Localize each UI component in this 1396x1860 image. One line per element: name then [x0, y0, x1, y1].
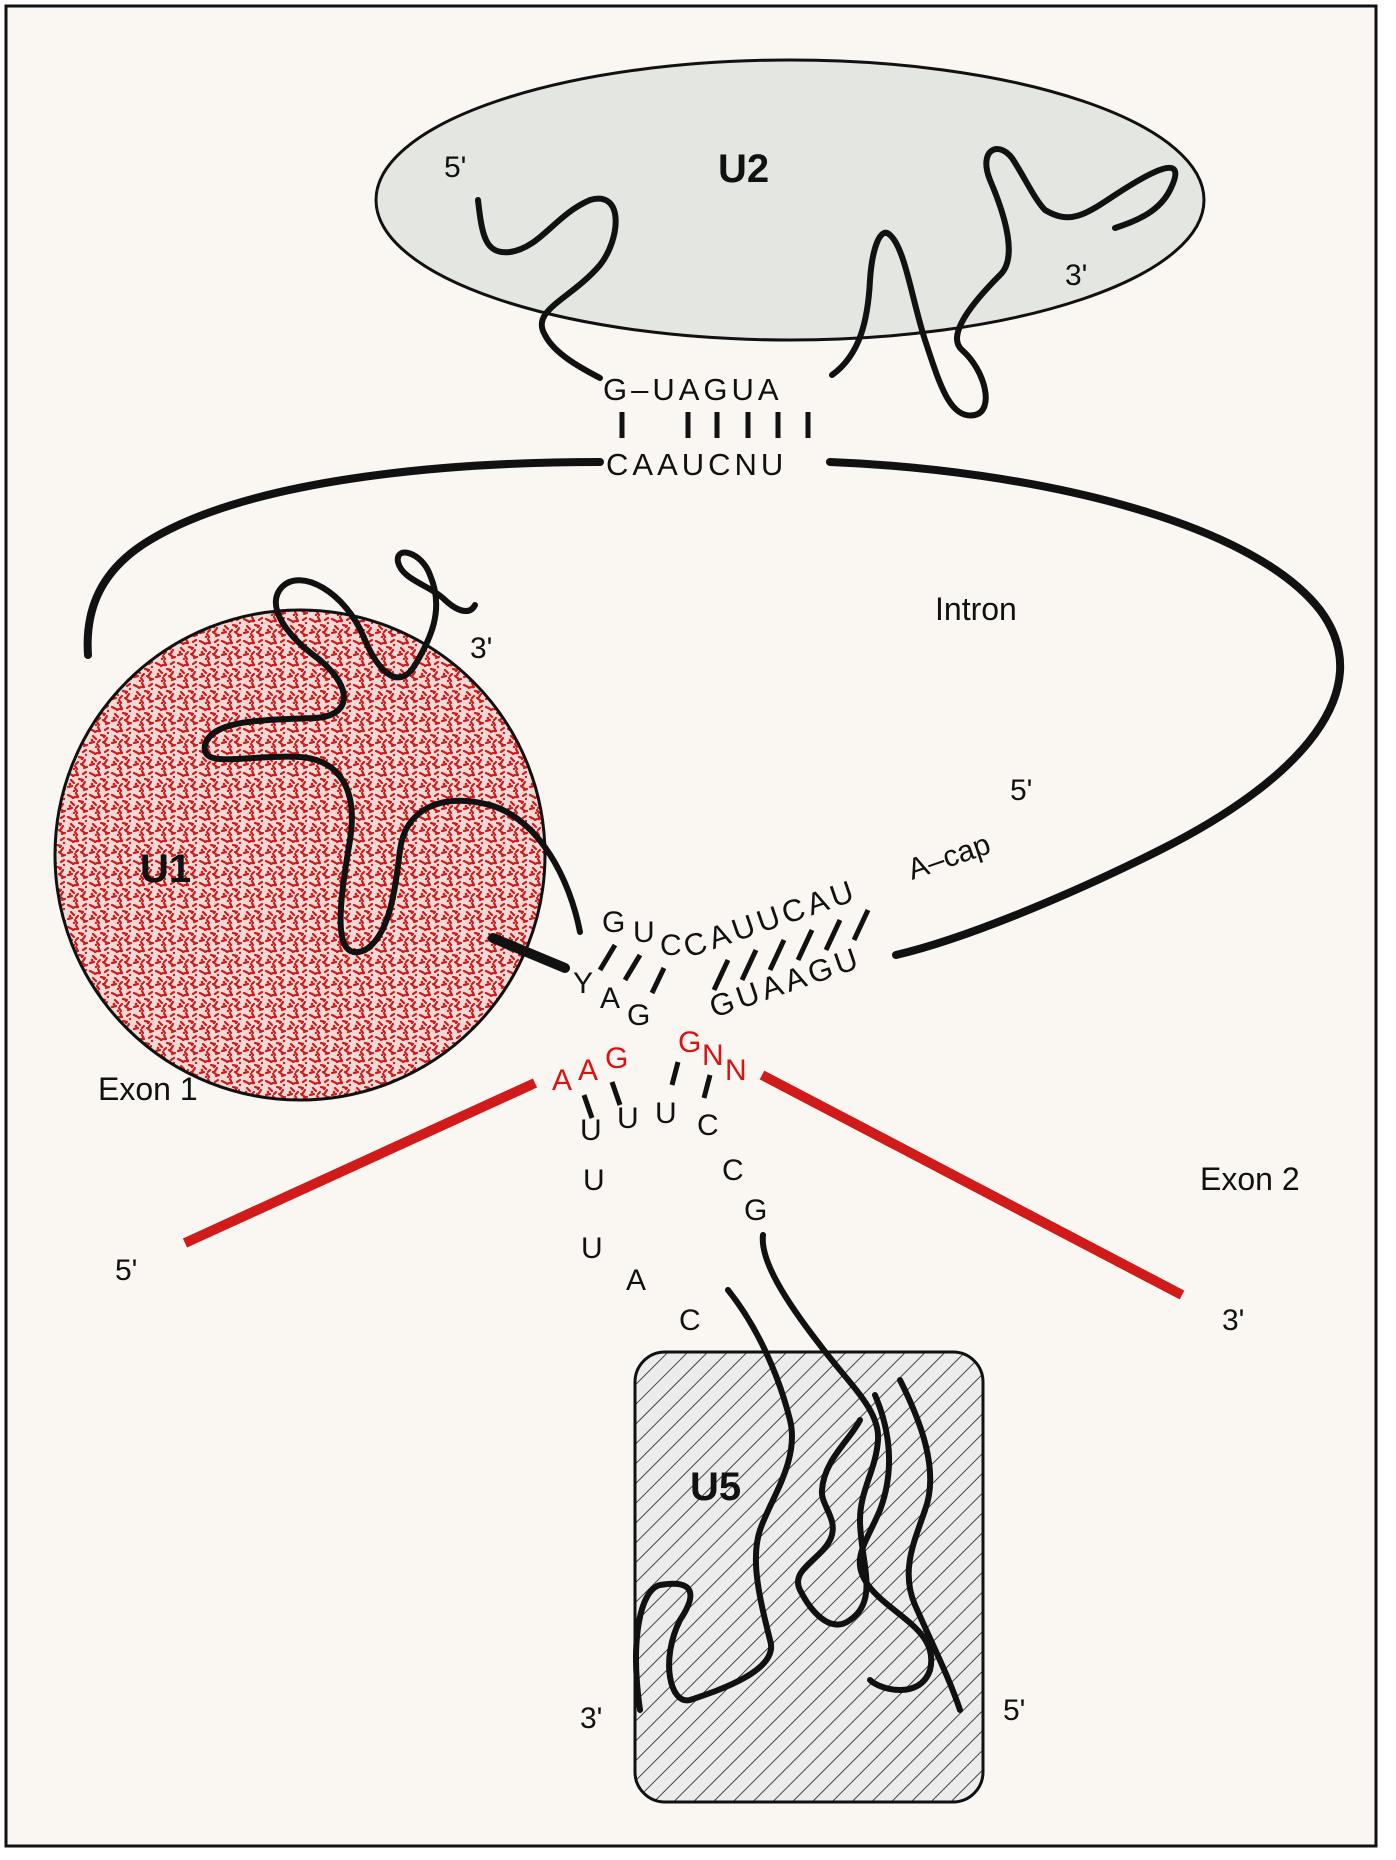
u1-bond-3: [767, 938, 787, 972]
exon1-strand: [182, 1078, 538, 1248]
u1-label: U1: [140, 847, 191, 891]
u5-left-base-3: U: [583, 1164, 605, 1197]
u1-exon-anchor: [488, 933, 570, 973]
u2-5prime-label: 5': [444, 151, 466, 184]
u5-left-base-2: U: [617, 1102, 639, 1135]
u2-snrna-strand-right: [829, 146, 1179, 419]
exon2-label: Exon 2: [1200, 1161, 1300, 1197]
yag-g: G: [627, 999, 650, 1032]
u5-right-base-4: G: [744, 1194, 767, 1227]
u1-snrna-strand: [201, 549, 583, 956]
intron-5prime-label: 5': [1010, 774, 1032, 807]
gnn-bond-2: [701, 1074, 713, 1099]
aag-bond-1: [581, 1094, 595, 1119]
exon1-5prime-label: 5': [115, 1254, 137, 1287]
gnn-n2: N: [725, 1054, 747, 1087]
u2-particle: [374, 58, 1206, 342]
u5-label: U5: [690, 1465, 741, 1509]
gu-bond-1: [597, 943, 618, 972]
exon1-label: Exon 1: [98, 1071, 198, 1107]
u5-3prime-label: 3': [580, 1702, 602, 1735]
u2-snrna-strand-left: [475, 195, 619, 381]
u2-3prime-label: 3': [1065, 259, 1087, 292]
u1-3prime-label: 3': [470, 632, 492, 665]
u5-snrna-strand-a: [633, 1287, 795, 1713]
gu-c: C: [660, 929, 682, 962]
branch-site-sequence: CAAUCNU: [606, 447, 787, 482]
gu-g: G: [602, 906, 625, 939]
u5-5prime-label: 5': [1003, 1694, 1025, 1727]
intron-label: Intron: [935, 591, 1017, 627]
exon2-strand: [759, 1070, 1185, 1300]
gnn-bond-1: [669, 1061, 681, 1086]
gu-bond-3: [649, 966, 667, 995]
u2-sequence: G–UAGUA: [603, 372, 783, 407]
u1-bond-4: [795, 928, 815, 962]
u1-particle: [53, 608, 547, 1102]
gnn-g: G: [678, 1026, 701, 1059]
aag-a2: A: [578, 1054, 598, 1087]
yag-y: Y: [573, 967, 593, 1000]
u5-snrna-strand-c: [856, 1392, 935, 1693]
u5-left-base-6: C: [679, 1304, 701, 1337]
u1-bond-5: [823, 918, 843, 952]
u5-left-base-4: U: [581, 1232, 603, 1265]
gu-bond-2: [622, 953, 643, 982]
u1-bond-2: [739, 948, 759, 982]
u1-bond-1: [711, 958, 731, 992]
u5-left-base-5: A: [626, 1264, 646, 1297]
gnn-n1: N: [702, 1039, 724, 1072]
u5-left-base-1: U: [580, 1114, 602, 1147]
u5-right-base-3: C: [722, 1154, 744, 1187]
aag-a1: A: [552, 1064, 572, 1097]
u5-snrna-strand-d: [897, 1377, 963, 1713]
gu-u: U: [633, 916, 655, 949]
u5-particle: [633, 1350, 985, 1804]
u5-right-base-1: U: [655, 1097, 677, 1130]
exon2-3prime-label: 3': [1222, 1304, 1244, 1337]
u1-bond-6: [851, 908, 871, 942]
aag-g: G: [605, 1042, 628, 1075]
aag-bond-2: [609, 1081, 623, 1106]
u5-right-base-2: C: [697, 1109, 719, 1142]
intron-strand-right: [826, 458, 1344, 959]
intron-strand-left: [83, 458, 604, 659]
u2-label: U2: [718, 147, 769, 191]
u5-snrna-strand-b: [759, 1232, 882, 1628]
yag-a: A: [600, 982, 620, 1015]
